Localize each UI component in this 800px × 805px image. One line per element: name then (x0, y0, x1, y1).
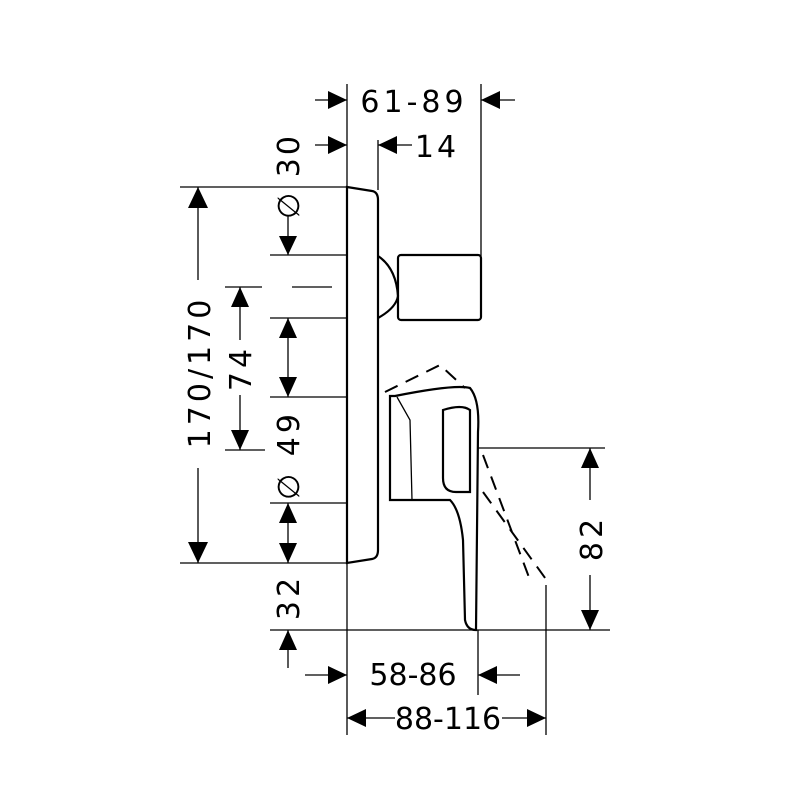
arrow-61-89-left (328, 91, 347, 109)
arrow-58-86-left (328, 666, 347, 684)
dimension-lines (188, 91, 599, 727)
lever-edge (396, 396, 413, 501)
arrow-61-89-right (481, 91, 500, 109)
arrow-dia49-bottom (279, 377, 297, 397)
extension-lines (180, 84, 610, 735)
arrow-88-116-left (347, 709, 366, 727)
arrow-dia49-top (279, 318, 297, 338)
arrow-74-top (231, 287, 249, 307)
lever-handle (388, 385, 480, 632)
arrow-32-lower (279, 630, 297, 650)
dim-61-89: 61-89 (360, 85, 467, 120)
lever-inner (441, 405, 472, 494)
arrow-88-116-right (527, 709, 546, 727)
arrow-32-top (279, 503, 297, 523)
arrow-32-bottom (279, 543, 297, 563)
dim-dia30: ∅ 30 (272, 133, 307, 219)
dim-14: 14 (415, 130, 459, 165)
arrow-14-right (378, 136, 397, 154)
dim-32: 32 (272, 574, 307, 620)
dim-88-116: 88-116 (395, 702, 501, 737)
arrow-dia30 (279, 236, 297, 255)
arrow-82-top (581, 448, 599, 468)
mixer-body (345, 185, 549, 632)
lever-down-position (482, 454, 549, 583)
arrow-58-86-right (478, 666, 497, 684)
dim-170-170: 170/170 (183, 296, 218, 449)
arrow-170-bottom (188, 542, 208, 563)
dim-82: 82 (575, 515, 610, 561)
dim-74: 74 (224, 345, 259, 391)
arrow-82-bottom (581, 610, 599, 630)
arrow-14-left (328, 136, 347, 154)
dimension-labels: 61-89 14 ∅ 30 170/170 74 ∅ 49 32 82 58-8… (183, 85, 610, 737)
arrow-170-top (188, 187, 208, 208)
wall-plate (345, 185, 380, 565)
diverter-knob (377, 255, 400, 319)
arrow-74-bottom (231, 430, 249, 450)
dim-dia49: ∅ 49 (272, 410, 307, 500)
diverter-knob-cap (396, 253, 483, 322)
dim-58-86: 58-86 (369, 658, 456, 693)
